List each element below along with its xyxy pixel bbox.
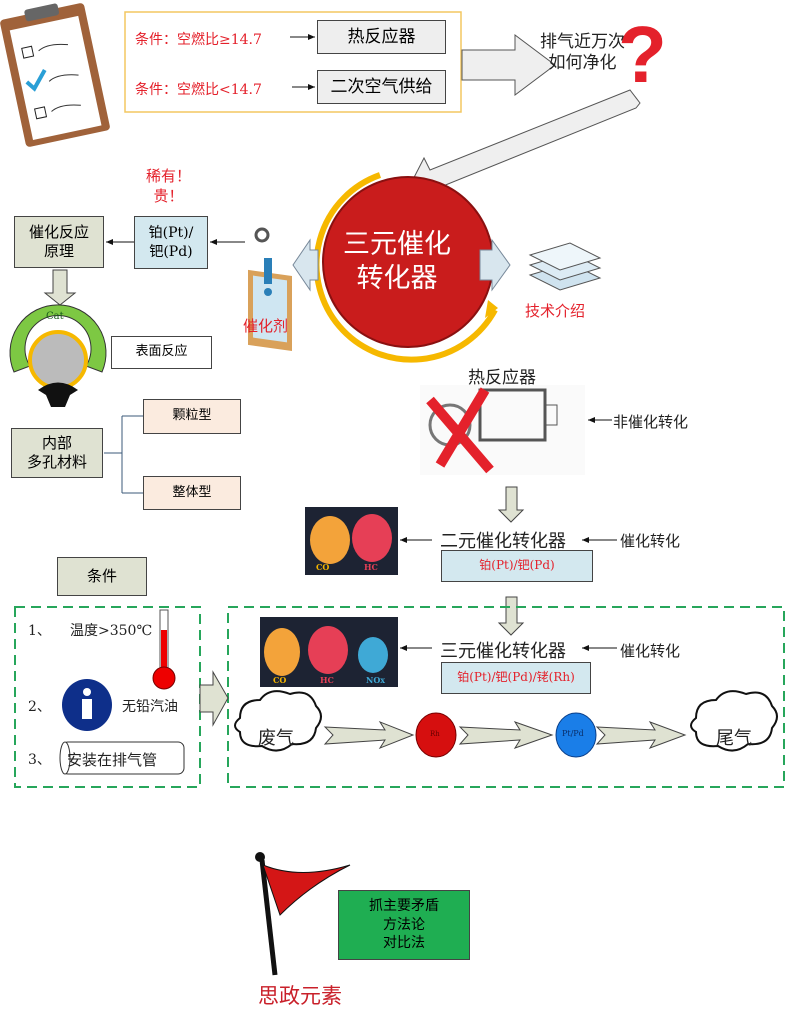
three-way-metals-box: 铂(Pt)/钯(Pd)/铑(Rh) <box>441 662 591 694</box>
monster-hc-label: HC <box>320 675 334 685</box>
monster-hc-label: HC <box>364 562 378 572</box>
ideology-label: 思政元素 <box>258 984 342 1008</box>
pt-pd-box: 铂(Pt)/钯(Pd) <box>134 216 208 269</box>
center-title-l2: 转化器 <box>356 262 438 294</box>
condition-number-2: 2、 <box>28 699 51 715</box>
catalytic-label-2: 催化转化 <box>620 642 681 660</box>
principle-box: 催化反应原理 <box>14 216 104 268</box>
center-title-l1: 三元催化 <box>343 229 451 260</box>
tech-intro-label[interactable]: 技术介绍 <box>525 302 586 320</box>
thermometer-icon <box>152 609 176 690</box>
ptpd-catalyst-ball <box>555 712 597 758</box>
condition-exhaust-pipe: 安装在排气管 <box>67 751 158 769</box>
alert-clipboard-icon <box>248 227 292 352</box>
surface-reaction-box: 表面反应 <box>111 336 212 369</box>
condition-number-1: 1、 <box>28 623 51 639</box>
condition-temperature: 温度>350℃ <box>70 623 153 639</box>
method-box: 抓主要矛盾方法论对比法 <box>338 890 470 960</box>
expensive-text: 贵！ <box>153 186 184 205</box>
cat-surface-icon <box>9 304 107 407</box>
conditions-title-box: 条件 <box>57 557 147 596</box>
ptpd-label: Pt/Pd <box>562 729 584 738</box>
catalytic-label-1: 催化转化 <box>620 532 681 550</box>
pipe-icon <box>59 741 185 775</box>
right-arrow <box>199 670 229 727</box>
left-arrow <box>292 238 319 292</box>
info-icon <box>62 679 112 731</box>
granular-type-box: 颗粒型 <box>143 399 241 434</box>
pt-text: 铂(Pt)/ <box>148 225 194 242</box>
condition-number-3: 3、 <box>28 752 51 768</box>
down-arrow <box>43 269 77 306</box>
porous-l1: 内部 <box>41 433 72 452</box>
secondary-air-box: 二次空气供给 <box>317 70 446 104</box>
three-way-title: 三元催化转化器 <box>440 641 566 662</box>
condition-1-text: 条件：空燃比≥14.7 <box>135 32 262 48</box>
pd-text: 钯(Pd) <box>149 243 193 260</box>
documents-stack-icon <box>528 242 602 291</box>
thermal-reactor-title: 热反应器 <box>468 368 536 388</box>
question-line2: 如何净化 <box>548 53 617 74</box>
red-flag-icon <box>255 852 351 976</box>
right-arrow <box>479 238 511 292</box>
condition-2-text: 条件：空燃比<14.7 <box>135 82 262 98</box>
exhaust-gas-label: 废气 <box>258 728 294 749</box>
principle-l1: 催化反应 <box>28 222 89 241</box>
principle-l2: 原理 <box>43 242 74 260</box>
cloud-icon <box>234 690 322 752</box>
thermal-reactor-image <box>420 385 585 475</box>
non-catalytic-label: 非催化转化 <box>613 413 689 431</box>
condition-unleaded: 无铅汽油 <box>122 699 178 715</box>
question-line1: 排气近万次 <box>540 32 625 52</box>
method-l3: 对比法 <box>383 935 425 952</box>
method-l2: 方法论 <box>383 916 425 933</box>
porous-material-box: 内部多孔材料 <box>11 428 103 478</box>
rare-text: 稀有！ <box>146 167 192 185</box>
rh-catalyst-ball <box>415 712 457 758</box>
monolith-type-box: 整体型 <box>143 476 241 510</box>
porous-l2: 多孔材料 <box>26 453 87 471</box>
rare-expensive-note: 稀有！贵！ <box>146 167 191 206</box>
rh-label: Rh <box>430 730 440 738</box>
two-way-title: 二元催化转化器 <box>440 531 566 552</box>
down-arrow <box>497 486 525 523</box>
flow-arrows <box>323 720 687 750</box>
question-mark-icon: ? <box>618 10 667 99</box>
big-right-arrow <box>461 34 556 96</box>
monster-co-label: CO <box>316 562 330 572</box>
tail-gas-label: 尾气 <box>716 728 752 749</box>
monster-co-label: CO <box>273 675 287 685</box>
cloud-icon <box>690 690 778 752</box>
cat-label: Cat <box>46 311 64 322</box>
down-arrow <box>497 596 525 636</box>
checklist-clipboard-icon <box>0 3 110 147</box>
two-way-metals-box: 铂(Pt)/钯(Pd) <box>441 550 593 582</box>
thermal-reactor-box: 热反应器 <box>317 20 446 54</box>
center-title: 三元催化转化器 <box>343 228 451 296</box>
cycle-arc <box>313 172 498 363</box>
condition-frame <box>124 11 462 113</box>
catalyst-label: 催化剂 <box>243 317 289 335</box>
question-text: 排气近万次如何净化 <box>540 32 625 75</box>
monster-nox-label: NOx <box>366 675 386 685</box>
method-l1: 抓主要矛盾 <box>369 897 439 914</box>
